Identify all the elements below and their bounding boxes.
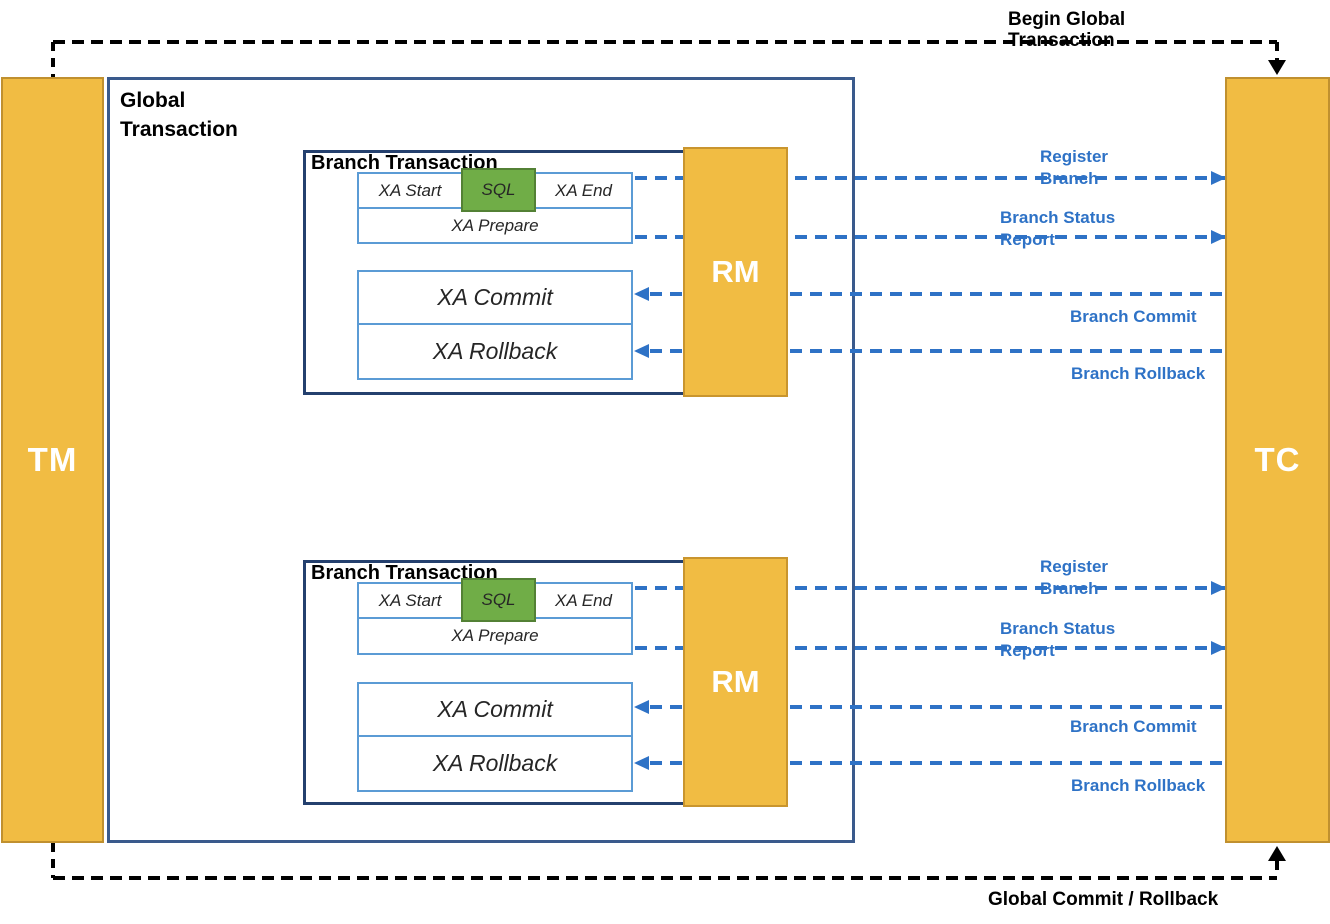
global-commit-label: Global Commit / Rollback [988, 889, 1219, 910]
register-branch-arrowhead-icon [1211, 581, 1226, 595]
sql-box: SQL [461, 578, 536, 622]
tm-bar: TM [1, 77, 104, 843]
register-branch-arrow [635, 586, 1226, 590]
branch-status-label: Branch Status Report [1000, 208, 1116, 249]
global-transaction-title: Global Transaction [120, 89, 238, 141]
rm-label: RM [711, 664, 760, 699]
register-branch-arrowhead-icon [1211, 171, 1226, 185]
xa-end-box: XA End [534, 172, 633, 209]
global-commit-arrowhead-icon [1268, 846, 1286, 861]
tc-label: TC [1254, 441, 1301, 478]
xa-prepare-box: XA Prepare [357, 207, 633, 244]
begin-global-line-right [1275, 42, 1279, 61]
xa-commit-box: XA Commit [357, 682, 633, 737]
branch-status-arrowhead-icon [1211, 641, 1226, 655]
global-commit-line-left [51, 843, 55, 878]
xa-end-box: XA End [534, 582, 633, 619]
xa-rollback-box: XA Rollback [357, 323, 633, 380]
branch-rollback-arrow [650, 349, 1226, 353]
branch-status-arrowhead-icon [1211, 230, 1226, 244]
tm-label: TM [27, 441, 78, 478]
xa-start-box: XA Start [357, 172, 463, 209]
xa-commit-box: XA Commit [357, 270, 633, 325]
branch-commit-arrowhead-icon [634, 287, 649, 301]
branch-rollback-arrowhead-icon [634, 344, 649, 358]
branch-transaction-title: Branch Transaction [311, 562, 498, 584]
xa-rollback-box: XA Rollback [357, 735, 633, 792]
branch-commit-arrow [650, 292, 1226, 296]
rm-box: RM [683, 147, 788, 397]
register-branch-arrow [635, 176, 1226, 180]
begin-global-arrowhead-icon [1268, 60, 1286, 75]
register-branch-label: Register Branch [1040, 557, 1109, 598]
branch-status-label: Branch Status Report [1000, 619, 1116, 660]
branch-status-arrow [635, 646, 1226, 650]
sql-box: SQL [461, 168, 536, 212]
rm-box: RM [683, 557, 788, 807]
begin-global-line [53, 40, 1277, 44]
global-commit-line-right [1275, 861, 1279, 877]
branch-status-arrow [635, 235, 1226, 239]
branch-transaction-title: Branch Transaction [311, 152, 498, 174]
branch-commit-label: Branch Commit [1070, 307, 1197, 326]
tc-bar: TC [1225, 77, 1330, 843]
branch-rollback-arrowhead-icon [634, 756, 649, 770]
branch-rollback-arrow [650, 761, 1226, 765]
register-branch-label: Register Branch [1040, 147, 1109, 188]
branch-commit-arrowhead-icon [634, 700, 649, 714]
begin-global-line-left [51, 42, 55, 77]
branch-commit-arrow [650, 705, 1226, 709]
xa-start-box: XA Start [357, 582, 463, 619]
xa-prepare-box: XA Prepare [357, 617, 633, 655]
branch-rollback-label: Branch Rollback [1071, 776, 1206, 795]
rm-label: RM [711, 254, 760, 289]
branch-rollback-label: Branch Rollback [1071, 364, 1206, 383]
begin-global-label: Begin Global Transaction [1008, 9, 1126, 51]
branch-commit-label: Branch Commit [1070, 717, 1197, 736]
global-commit-line [53, 876, 1277, 880]
